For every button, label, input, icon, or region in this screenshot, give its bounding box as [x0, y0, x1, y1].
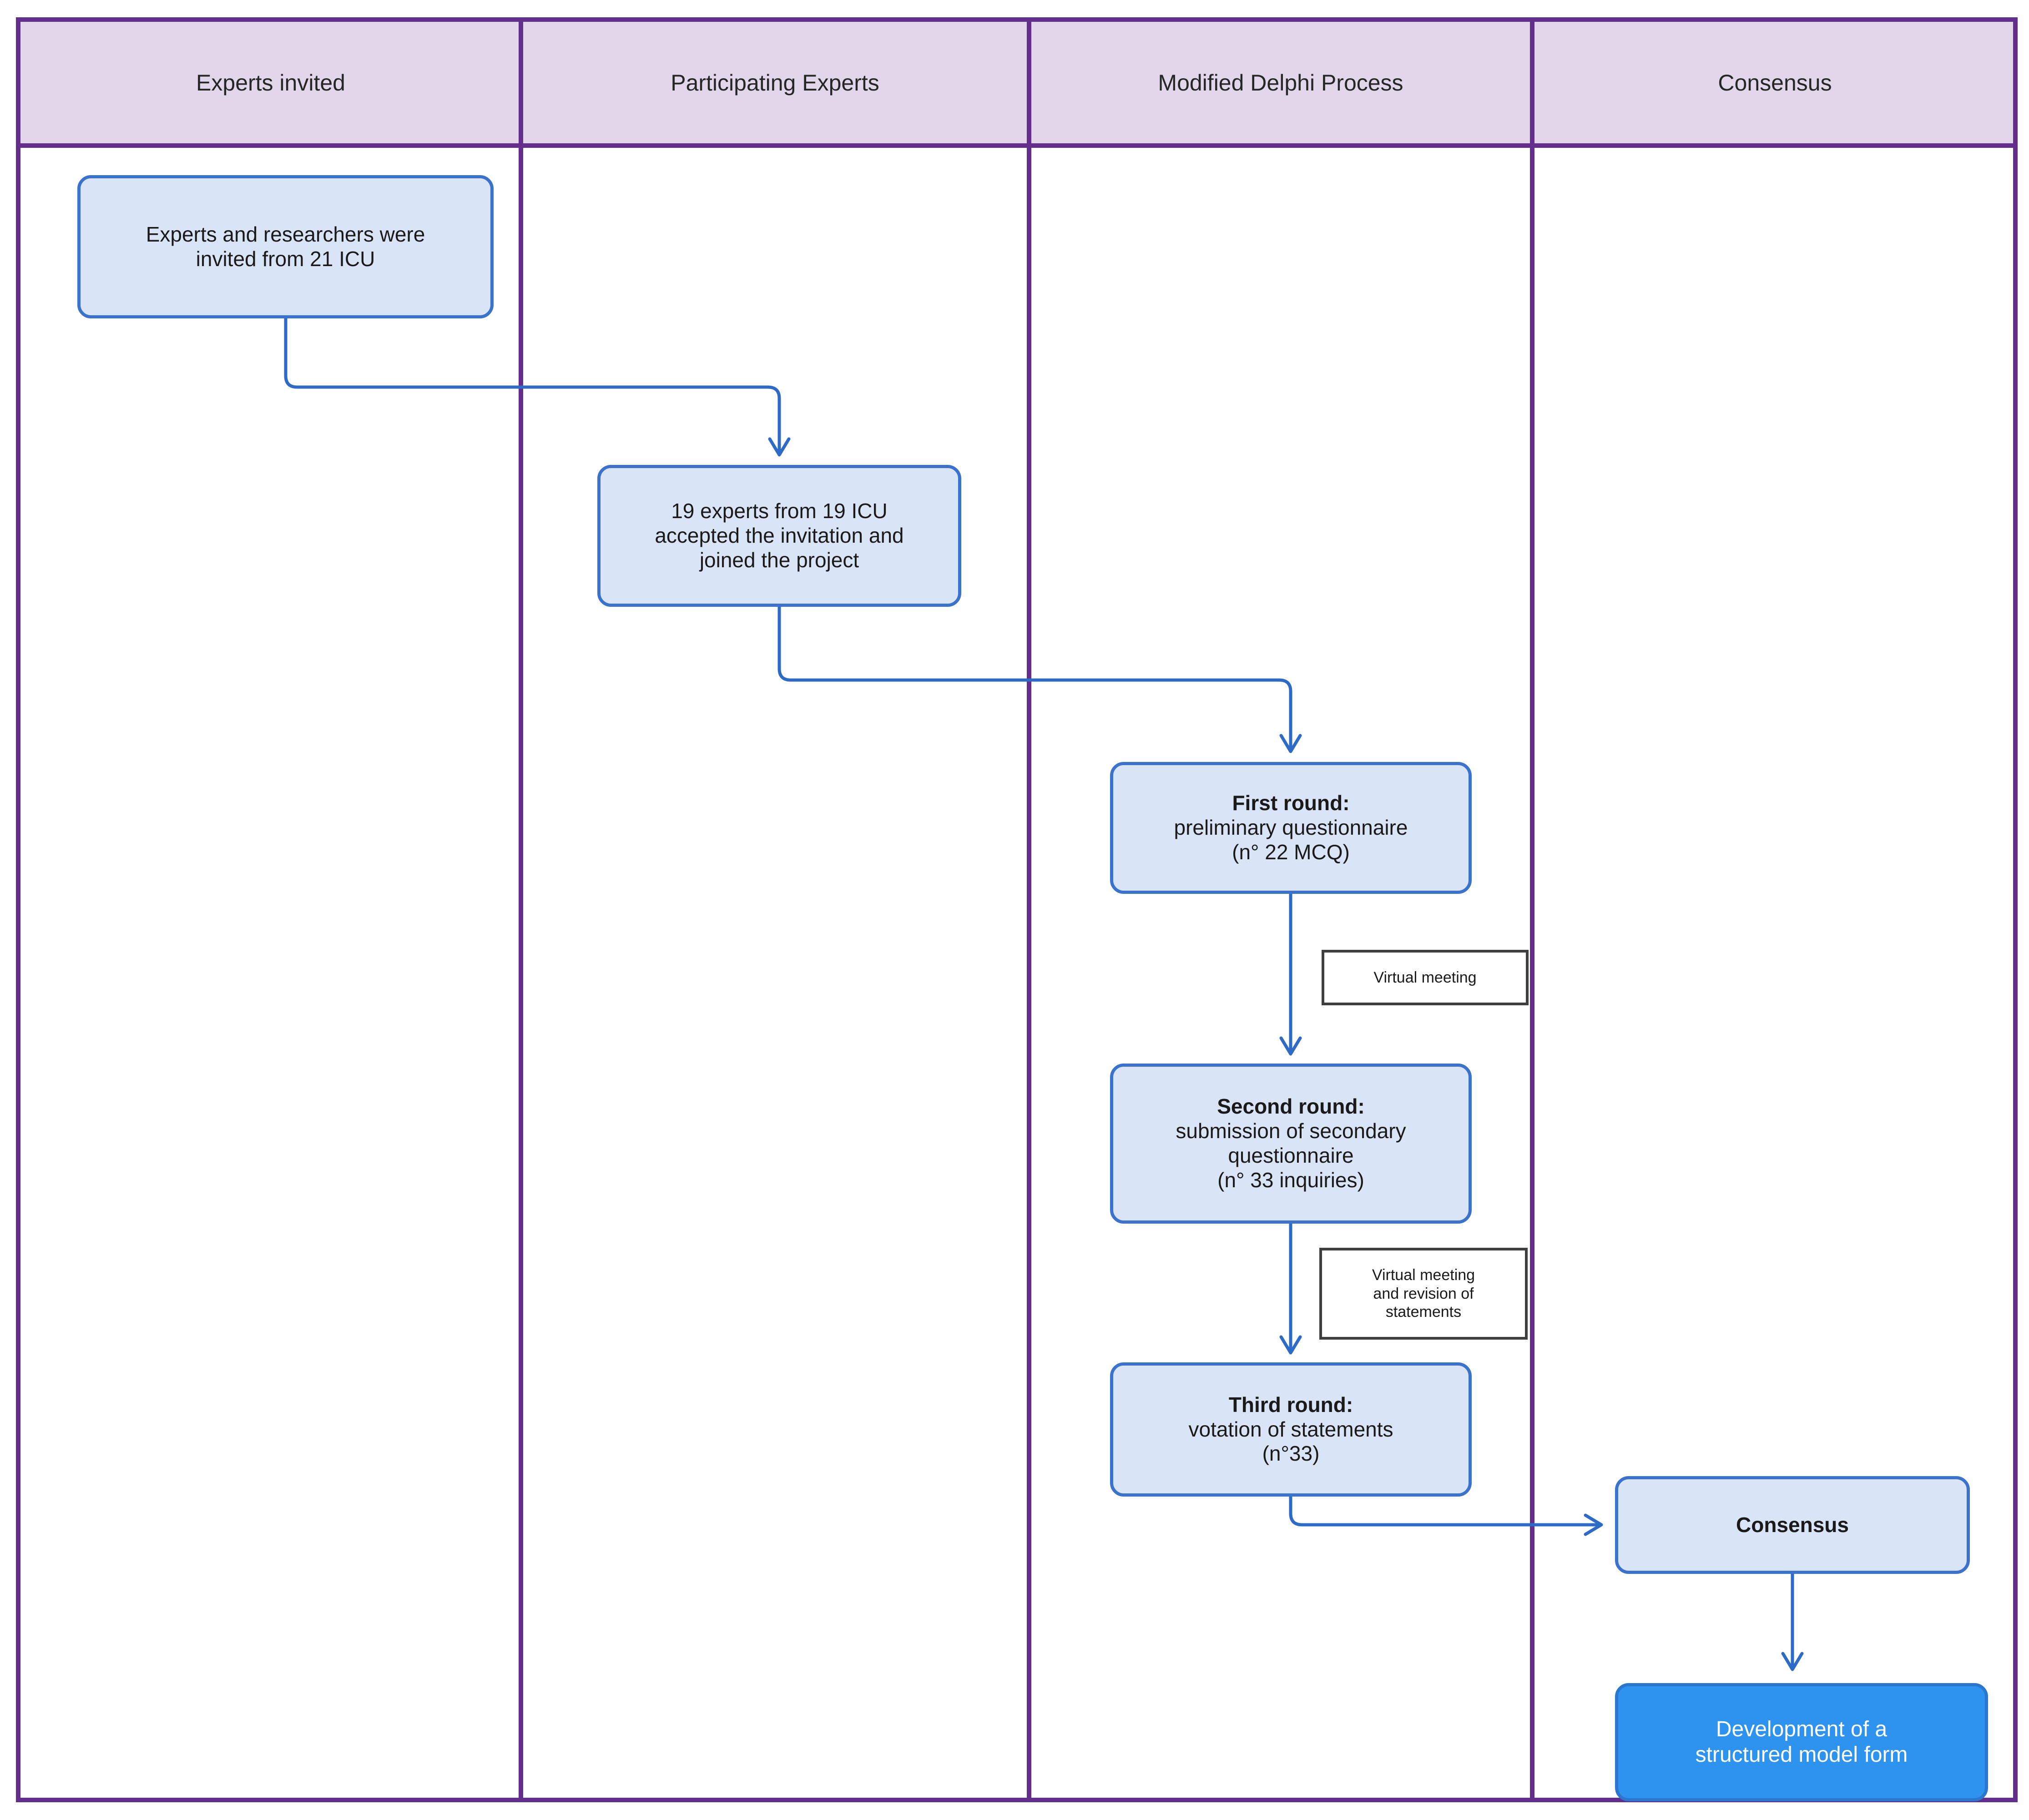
node-title: First round:	[1232, 791, 1350, 815]
node-consensus: Consensus	[1615, 1476, 1970, 1574]
lane-header-participating-experts: Participating Experts	[521, 22, 1029, 143]
node-title: Second round:	[1217, 1094, 1365, 1119]
lane-header-band	[16, 17, 2018, 148]
lane-header-label: Consensus	[1718, 70, 1832, 96]
lane-header-consensus: Consensus	[1532, 22, 2018, 143]
node-text: 19 experts from 19 ICU accepted the invi…	[655, 499, 904, 572]
edge-label-text: Virtual meeting	[1373, 968, 1477, 986]
lane-header-label: Modified Delphi Process	[1158, 70, 1403, 96]
node-title: Consensus	[1736, 1512, 1849, 1537]
edge-label-text: Virtual meeting and revision of statemen…	[1372, 1266, 1475, 1321]
edge-label-virtual-meeting-revision: Virtual meeting and revision of statemen…	[1319, 1248, 1528, 1340]
node-first-round: First round: preliminary questionnaire (…	[1110, 762, 1472, 894]
lane-divider-1	[519, 17, 523, 1802]
node-text: Experts and researchers were invited fro…	[146, 222, 425, 271]
arrow-accepted-to-first-round	[777, 605, 1302, 753]
lane-header-modified-delphi-process: Modified Delphi Process	[1029, 22, 1532, 143]
node-text: preliminary questionnaire (n° 22 MCQ)	[1174, 816, 1408, 864]
lane-divider-3	[1530, 17, 1534, 1802]
node-third-round: Third round: votation of statements (n°3…	[1110, 1362, 1472, 1497]
lane-header-label: Participating Experts	[671, 70, 879, 96]
node-title: Third round:	[1228, 1392, 1353, 1417]
lane-header-experts-invited: Experts invited	[20, 22, 521, 143]
arrow-third-round-to-consensus	[1289, 1495, 1603, 1536]
node-text: submission of secondary questionnaire (n…	[1176, 1119, 1406, 1192]
node-second-round: Second round: submission of secondary qu…	[1110, 1064, 1472, 1224]
lane-divider-2	[1027, 17, 1031, 1802]
edge-label-virtual-meeting: Virtual meeting	[1322, 950, 1529, 1005]
node-text: votation of statements (n°33)	[1188, 1417, 1393, 1466]
node-experts-invited: Experts and researchers were invited fro…	[77, 175, 494, 318]
lane-header-label: Experts invited	[196, 70, 345, 96]
lane-frame	[16, 17, 2018, 1802]
arrow-invited-to-accepted	[284, 317, 791, 457]
node-text: Development of a structured model form	[1695, 1717, 1908, 1767]
node-development: Development of a structured model form	[1615, 1683, 1988, 1801]
node-experts-accepted: 19 experts from 19 ICU accepted the invi…	[597, 465, 961, 607]
